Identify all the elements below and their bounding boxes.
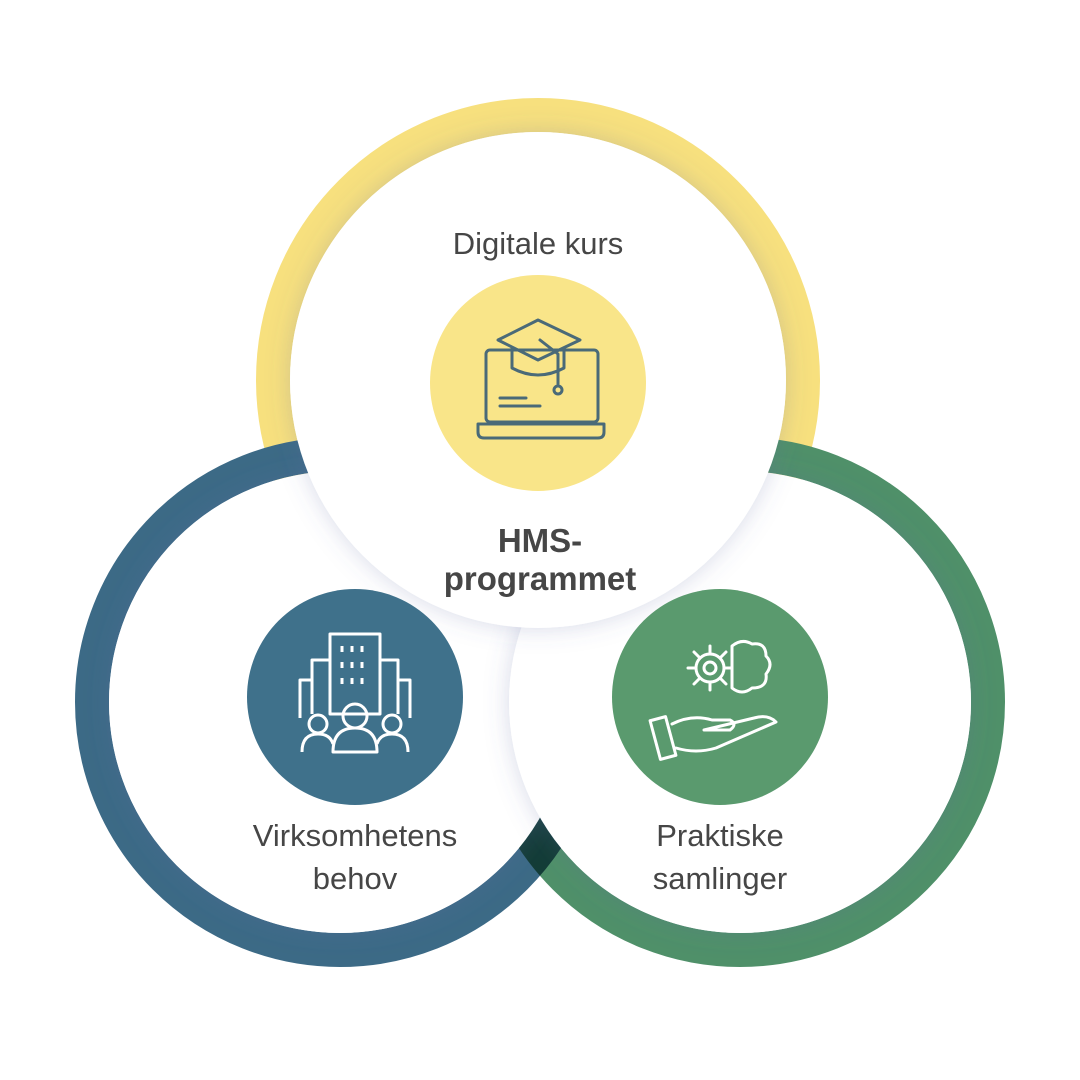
label-line-1: Virksomhetens (252, 818, 458, 853)
label-virksomhetens-behov: Virksomhetens behov (253, 814, 457, 900)
blue-icon-bg (247, 589, 463, 805)
center-title-line-2: programmet (443, 560, 637, 597)
label-digitale-kurs: Digitale kurs (452, 226, 624, 261)
building-people-icon (298, 632, 412, 754)
label-praktiske-samlinger: Praktiske samlinger (653, 814, 787, 900)
label-line-2: samlinger (652, 861, 788, 896)
yellow-icon-bg (430, 275, 646, 491)
center-title: HMS- programmet (444, 522, 637, 598)
graduation-laptop-icon (476, 318, 606, 440)
hand-brain-gear-icon (648, 639, 778, 761)
green-icon-bg (612, 589, 828, 805)
center-title-line-1: HMS- (497, 522, 583, 559)
label-line-1: Praktiske (656, 818, 784, 853)
label-line-2: behov (312, 861, 398, 896)
